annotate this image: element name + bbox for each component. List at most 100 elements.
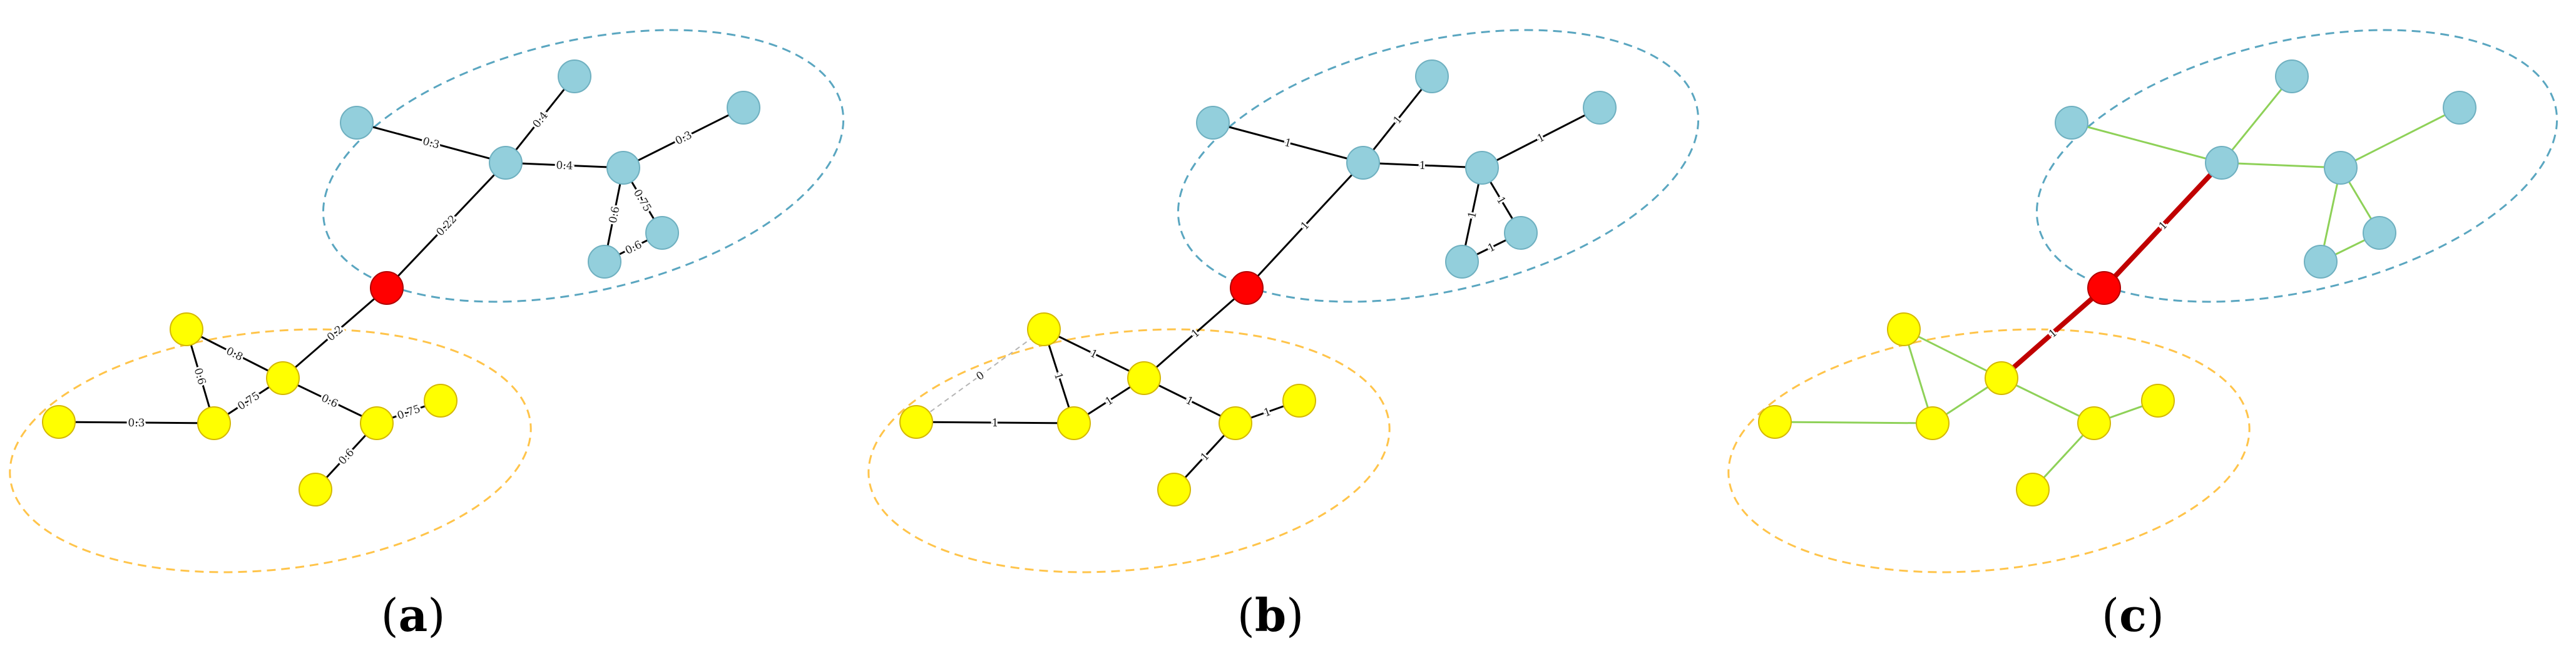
blue-node xyxy=(606,151,640,185)
svg-text:1: 1 xyxy=(1262,406,1273,419)
yellow-node xyxy=(1127,361,1161,395)
edge-y0-y3 xyxy=(916,421,1075,424)
yellow-node xyxy=(2077,406,2111,440)
blue-node xyxy=(1504,216,1538,250)
edge-weight-label: 0.4 xyxy=(554,157,575,174)
edge-h-b1 xyxy=(386,162,507,289)
blue-node xyxy=(645,216,679,250)
yellow-node xyxy=(299,473,332,506)
panel-letter: b xyxy=(1255,588,1286,642)
edge-b1-b3 xyxy=(505,162,624,169)
panel-a: 0.220.30.40.40.30.750.60.60.20.80.60.750… xyxy=(9,29,845,642)
blue-cluster-boundary xyxy=(322,29,845,303)
yellow-node xyxy=(1157,473,1191,506)
svg-text:0.6: 0.6 xyxy=(319,392,340,411)
svg-text:0: 0 xyxy=(974,369,987,384)
svg-text:1: 1 xyxy=(1103,394,1116,409)
panel-label: (b) xyxy=(1237,588,1304,642)
nodes xyxy=(899,59,1617,506)
edge-h-y2 xyxy=(1143,287,1247,379)
edge-weight-label: 0.6 xyxy=(605,203,625,226)
yellow-node xyxy=(2141,384,2175,418)
edge-b1-b3 xyxy=(2221,162,2341,169)
svg-text:0.75: 0.75 xyxy=(631,187,654,214)
bridge-node xyxy=(2087,271,2121,305)
blue-node xyxy=(588,245,621,279)
blue-node xyxy=(1346,146,1380,180)
svg-text:1: 1 xyxy=(991,417,998,429)
svg-text:0.3: 0.3 xyxy=(673,129,694,148)
edge-weight-label: 0.3 xyxy=(419,133,442,153)
blue-node xyxy=(1196,106,1230,140)
edge-b1-b3 xyxy=(1362,162,1483,169)
yellow-node xyxy=(360,406,394,440)
blue-node xyxy=(1583,91,1617,125)
edge-h-y2 xyxy=(282,287,387,379)
edge-b1-b2 xyxy=(2221,76,2293,163)
blue-node xyxy=(2443,91,2476,125)
svg-text:1: 1 xyxy=(1535,131,1547,146)
blue-node xyxy=(340,106,374,140)
panel-label: (c) xyxy=(2102,588,2164,642)
panel-paren: ( xyxy=(381,589,399,642)
yellow-cluster-boundary xyxy=(1727,328,2251,573)
yellow-node xyxy=(197,406,231,440)
edge-b1-b0 xyxy=(2071,121,2222,164)
blue-node xyxy=(2205,146,2239,180)
edge-b1-b2 xyxy=(504,76,576,163)
blue-node xyxy=(2363,216,2396,250)
blue-node xyxy=(1415,59,1449,93)
yellow-cluster-boundary xyxy=(9,328,532,573)
yellow-node xyxy=(1758,405,1792,439)
svg-text:1: 1 xyxy=(1283,136,1293,150)
edge-weight-label: 1 xyxy=(1086,346,1101,364)
edge-y0-y1 xyxy=(916,329,1045,423)
panel-c: 11(c) xyxy=(1727,29,2558,642)
edge-weight-label: 1 xyxy=(1281,135,1295,152)
blue-node xyxy=(2304,245,2338,279)
svg-text:0.6: 0.6 xyxy=(192,366,208,386)
panel-paren: ) xyxy=(1286,589,1304,642)
panel-letter: a xyxy=(399,588,428,642)
edge-y1-y2 xyxy=(1043,328,1145,379)
edge-weight-label: 0.6 xyxy=(621,237,646,259)
edge-weight-label: 0.3 xyxy=(126,415,146,431)
blue-node xyxy=(2055,106,2088,140)
edge-b3-b4 xyxy=(623,106,744,169)
edge-b1-b0 xyxy=(1212,121,1364,164)
edge-y1-y2 xyxy=(1903,328,2002,379)
svg-text:1: 1 xyxy=(1419,160,1426,172)
edge-y2-y4 xyxy=(1143,377,1236,424)
yellow-node xyxy=(42,405,76,439)
edge-b1-b2 xyxy=(1362,76,1433,163)
edge-weight-label: 0.75 xyxy=(233,388,264,414)
edge-y2-y4 xyxy=(282,377,377,424)
edge-b3-b4 xyxy=(2340,106,2460,169)
yellow-node xyxy=(1282,384,1316,418)
edge-weight-label: 0.6 xyxy=(190,364,210,388)
edge-weight-label: 1 xyxy=(1182,393,1197,411)
panel-letter: c xyxy=(2119,588,2147,642)
edge-weight-label: 0.75 xyxy=(629,185,656,216)
edge-weight-label: 0 xyxy=(972,367,989,386)
edge-weight-label: 1 xyxy=(1260,404,1275,421)
bridge-node xyxy=(370,271,404,305)
nodes xyxy=(1758,59,2476,506)
svg-text:0.75: 0.75 xyxy=(396,403,422,422)
bridge-node xyxy=(1230,271,1264,305)
edge-weight-label: 1 xyxy=(1101,393,1118,411)
yellow-node xyxy=(899,405,933,439)
panel-paren: ( xyxy=(2102,589,2119,642)
edge-h-b1 xyxy=(1245,162,1364,289)
blue-node xyxy=(489,146,523,180)
edge-y1-y2 xyxy=(186,328,284,379)
svg-text:0.6: 0.6 xyxy=(607,205,623,224)
edge-b3-b4 xyxy=(1481,106,1600,169)
yellow-node xyxy=(1916,406,1950,440)
svg-text:1: 1 xyxy=(1051,371,1065,381)
svg-text:0.6: 0.6 xyxy=(623,239,644,257)
edge-h-b1 xyxy=(2102,161,2224,290)
edge-weight-label: 1 xyxy=(1417,158,1428,174)
